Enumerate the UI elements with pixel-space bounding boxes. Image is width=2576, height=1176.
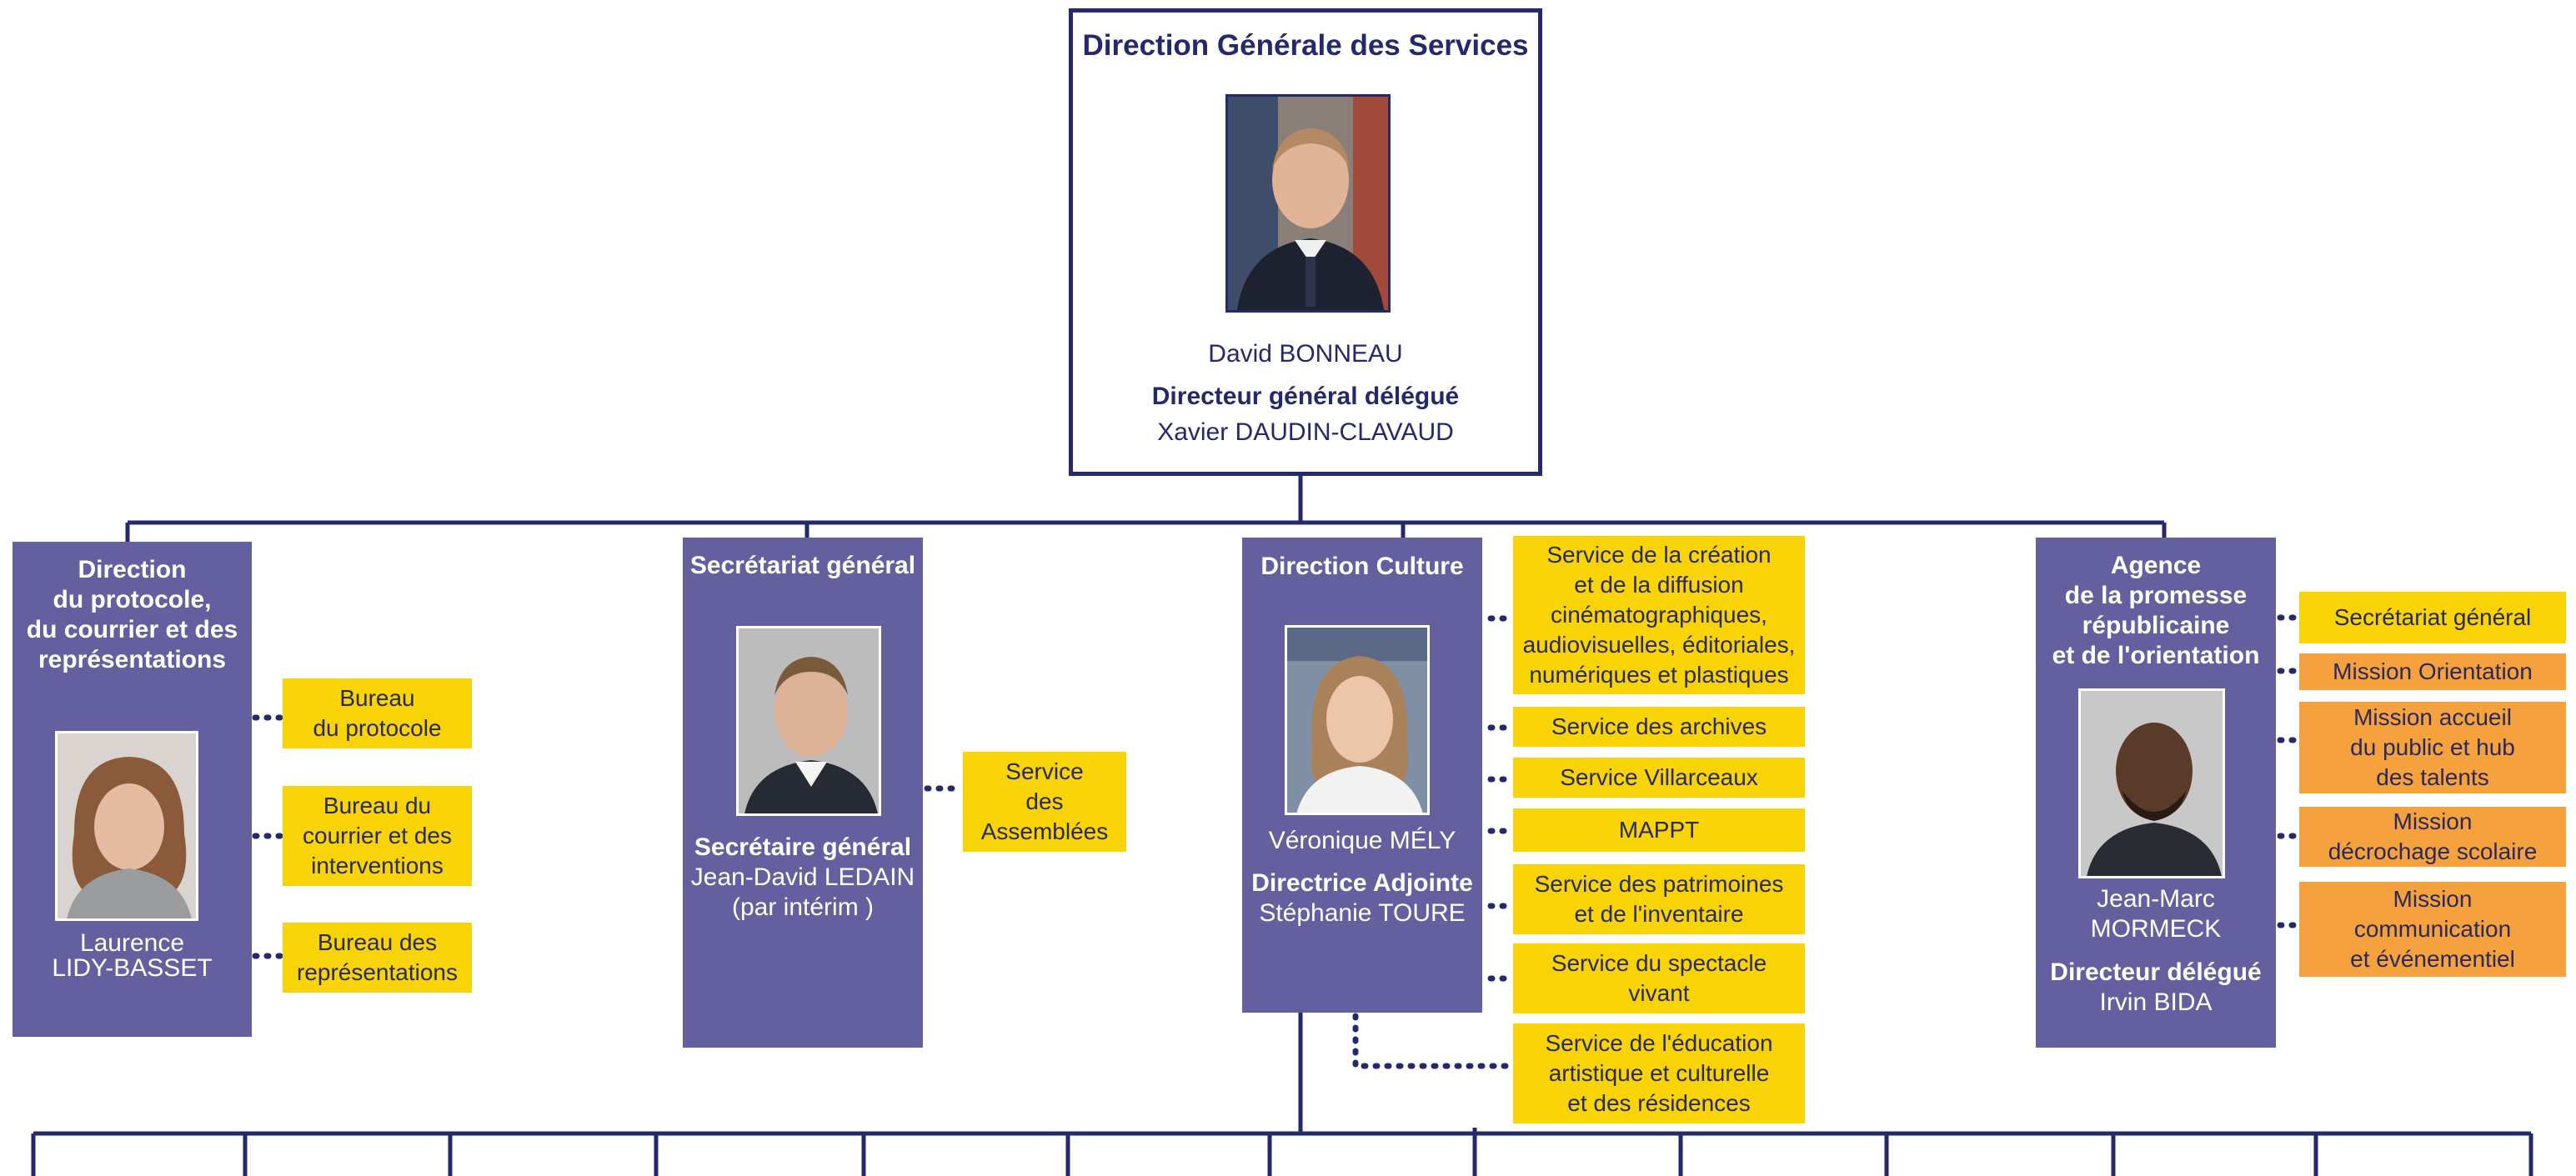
direction-protocole-box: Direction du protocole, du courrier et d…: [13, 542, 252, 1037]
secretariat-general-name: Jean-David LEDAIN (par intérim ): [690, 863, 915, 921]
service-spectacle-vivant-label: Service du spectacle vivant: [1551, 950, 1767, 1006]
agence-promesse-deputy-name: Irvin BIDA: [2099, 988, 2213, 1016]
agence-secretariat-general-label: Secrétariat général: [2333, 604, 2532, 630]
dotted-links: [252, 614, 2302, 1069]
direction-culture-title: Direction Culture: [1260, 553, 1464, 580]
service-villarceaux: Service Villarceaux: [1513, 758, 1805, 798]
secretariat-general-role: Secrétaire général: [694, 833, 912, 861]
mission-orientation-label: Mission Orientation: [2333, 658, 2533, 684]
service-spectacle-vivant: Service du spectacle vivant: [1513, 943, 1805, 1013]
service-villarceaux-label: Service Villarceaux: [1560, 764, 1758, 790]
secretariat-general-box: Secrétariat général Secrétaire général J…: [683, 538, 923, 1048]
dotted-link-culture-7: [1352, 1013, 1516, 1069]
service-creation-diffusion: Service de la création et de la diffusio…: [1513, 536, 1805, 694]
service-education-artistique: Service de l'éducation artistique et cul…: [1513, 1023, 1805, 1123]
service-des-assemblees-label: Service des Assemblées: [980, 758, 1109, 844]
service-bureau-protocole-label: Bureau du protocole: [313, 685, 442, 741]
direction-culture-name: Véronique MÉLY: [1268, 827, 1456, 854]
service-bureau-representations: Bureau des représentations: [283, 923, 472, 993]
direction-culture-box: Direction Culture Véronique MÉLY Directr…: [1242, 538, 1482, 1013]
direction-generale-name: David BONNEAU: [1208, 340, 1403, 368]
mission-orientation: Mission Orientation: [2299, 653, 2566, 690]
service-bureau-representations-label: Bureau des représentations: [296, 929, 458, 985]
service-mappt: MAPPT: [1513, 808, 1805, 852]
mission-decrochage-scolaire: Mission décrochage scolaire: [2299, 807, 2566, 867]
avatar-david-bonneau: [1225, 94, 1391, 313]
direction-protocole-title: Direction du protocole, du courrier et d…: [26, 556, 238, 673]
direction-generale-title: Direction Générale des Services: [1082, 29, 1529, 62]
service-des-archives: Service des archives: [1513, 707, 1805, 747]
connector-bottom-drops: [31, 1128, 2533, 1176]
mission-communication-label: Mission communication et événementiel: [2350, 886, 2515, 972]
avatar-jean-marc-mormeck: [2078, 688, 2225, 878]
service-bureau-courrier: Bureau du courrier et des interventions: [283, 786, 472, 886]
service-des-assemblees: Service des Assemblées: [963, 752, 1126, 852]
avatar-veronique-mely: [1285, 625, 1430, 815]
direction-culture-deputy-name: Stéphanie TOURE: [1259, 899, 1466, 927]
agence-promesse-title: Agence de la promesse républicaine et de…: [2052, 552, 2260, 669]
direction-protocole-name: Laurence LIDY-BASSET: [52, 929, 213, 982]
secretariat-general-title: Secrétariat général: [689, 552, 916, 579]
direction-generale-box: Direction Générale des Services David BO…: [1069, 8, 1542, 476]
agence-promesse-deputy-title: Directeur délégué: [2050, 958, 2262, 986]
service-creation-diffusion-label: Service de la création et de la diffusio…: [1522, 542, 1796, 688]
direction-generale-deputy-name: Xavier DAUDIN-CLAVAUD: [1157, 418, 1454, 446]
avatar-jean-david-ledain: [736, 626, 881, 816]
agence-secretariat-general: Secrétariat général: [2299, 592, 2566, 643]
mission-communication: Mission communication et événementiel: [2299, 882, 2566, 977]
service-bureau-courrier-label: Bureau du courrier et des interventions: [303, 793, 452, 878]
agence-promesse-name: Jean-Marc MORMECK: [2090, 885, 2222, 943]
mission-accueil-hub-label: Mission accueil du public et hub des tal…: [2350, 704, 2515, 790]
service-bureau-protocole: Bureau du protocole: [283, 678, 472, 748]
agence-promesse-box: Agence de la promesse républicaine et de…: [2036, 538, 2276, 1048]
service-patrimoines-inventaire: Service des patrimoines et de l'inventai…: [1513, 864, 1805, 934]
service-patrimoines-inventaire-label: Service des patrimoines et de l'inventai…: [1534, 871, 1784, 927]
direction-culture-deputy-title: Directrice Adjointe: [1251, 869, 1473, 897]
avatar-laurence-lidy-basset: [55, 731, 198, 921]
service-education-artistique-label: Service de l'éducation artistique et cul…: [1545, 1030, 1773, 1116]
direction-generale-deputy-title: Directeur général délégué: [1151, 383, 1460, 410]
mission-accueil-hub: Mission accueil du public et hub des tal…: [2299, 702, 2566, 793]
service-des-archives-label: Service des archives: [1551, 713, 1767, 739]
service-mappt-label: MAPPT: [1618, 817, 1700, 843]
mission-decrochage-scolaire-label: Mission décrochage scolaire: [2328, 808, 2538, 864]
